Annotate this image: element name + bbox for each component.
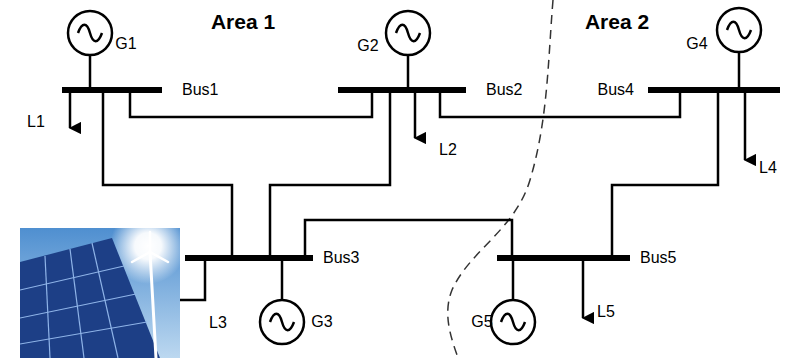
solar-panel — [45, 256, 50, 358]
bus-label: Bus1 — [182, 81, 218, 99]
generator-symbol — [386, 11, 430, 87]
wind-turbine — [150, 252, 168, 262]
generator-symbol — [717, 8, 761, 52]
solar-panel — [20, 238, 160, 358]
generator-symbol — [512, 261, 515, 300]
generator-symbol — [270, 314, 294, 331]
component-label: G4 — [686, 35, 707, 53]
bus-label: Bus4 — [598, 81, 634, 99]
solar-panel — [70, 249, 84, 358]
transmission-line — [612, 93, 718, 255]
generator-symbol — [491, 261, 535, 344]
solar-panel — [20, 266, 124, 290]
renewable-picture — [20, 228, 180, 358]
bus-label: Bus3 — [323, 249, 359, 267]
component-label: G1 — [115, 35, 136, 53]
component-label: L2 — [439, 141, 457, 159]
component-label: L3 — [209, 314, 227, 332]
solar-panel — [20, 238, 160, 358]
bus-label: Bus5 — [640, 249, 676, 267]
bus-bar: Bus5 — [497, 255, 630, 261]
wind-turbine — [149, 232, 152, 252]
generator-symbol — [407, 55, 410, 87]
transmission-line — [440, 93, 680, 117]
area-boundary — [448, 0, 553, 358]
generator-symbol — [68, 11, 112, 55]
generator-symbol — [717, 8, 761, 87]
component-label: G3 — [311, 313, 332, 331]
generator-symbol — [386, 11, 430, 55]
generator-symbol — [501, 314, 525, 331]
transmission-line — [270, 93, 390, 255]
wind-turbine — [150, 252, 156, 358]
transmission-line — [130, 93, 372, 117]
generator-symbol — [260, 300, 304, 344]
generator-symbol — [260, 261, 304, 344]
generator-symbol — [491, 300, 535, 344]
wind-turbine — [132, 252, 150, 262]
component-label: L5 — [597, 303, 615, 321]
area-label: Area 2 — [585, 10, 649, 33]
area-label: Area 1 — [211, 10, 275, 33]
load-arrow — [582, 261, 585, 318]
generator-symbol — [396, 25, 420, 42]
renewable-feeder — [180, 261, 205, 300]
generator-symbol — [727, 22, 751, 39]
solar-panel — [20, 243, 147, 358]
transmission-line — [103, 93, 232, 255]
component-label: L1 — [27, 113, 45, 131]
generator-symbol — [281, 261, 284, 300]
load-arrow — [69, 93, 72, 128]
load-arrow — [414, 93, 417, 138]
generator-symbol — [89, 55, 92, 87]
load-arrow — [744, 93, 747, 160]
component-label: L4 — [759, 159, 777, 177]
wind-turbine — [132, 232, 168, 358]
solar-panel — [20, 322, 147, 344]
load-arrow — [70, 93, 745, 318]
generator-symbol — [68, 11, 112, 87]
bus-label: Bus2 — [486, 81, 522, 99]
bus-bar: Bus4 — [648, 87, 780, 93]
bus-bar: Bus1 — [62, 87, 162, 93]
generator-symbol — [738, 52, 741, 87]
bus-bar: Bus3 — [185, 255, 313, 261]
component-label: G5 — [471, 313, 492, 331]
component-label: G2 — [357, 37, 378, 55]
generator-symbol — [78, 25, 102, 42]
bus-bar: Bus2 — [338, 87, 466, 93]
solar-panel — [92, 243, 118, 358]
